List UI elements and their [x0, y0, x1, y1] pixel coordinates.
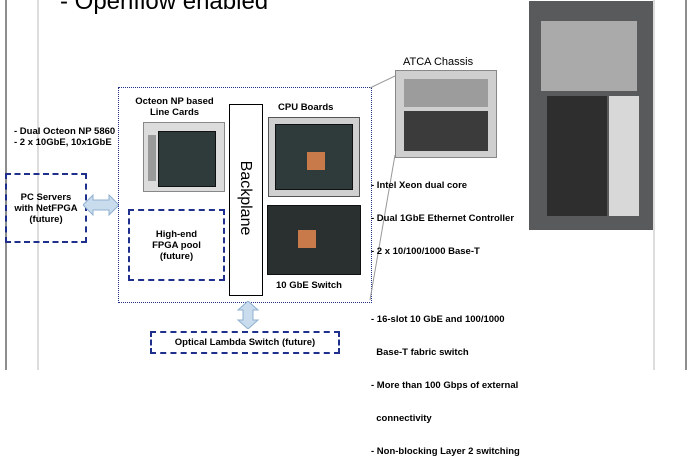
horizontal-double-arrow [83, 194, 119, 216]
pc-servers-line: PC Servers [20, 191, 72, 203]
rack-unit [541, 21, 637, 91]
spec-line: - Non-blocking Layer 2 switching [371, 446, 520, 457]
line-cards-label: Octeon NP based Line Cards [122, 96, 227, 118]
octeon-spec-line: - 2 x 10GbE, 10x1GbE [14, 137, 112, 148]
atca-label: ATCA Chassis [403, 56, 474, 68]
switch-chip [298, 230, 316, 248]
vertical-double-arrow [236, 301, 260, 329]
fpga-pool-line: (future) [159, 250, 194, 262]
octeon-spec-note: - Dual Octeon NP 5860 - 2 x 10GbE, 10x1G… [14, 126, 115, 148]
optical-switch-box: Optical Lambda Switch (future) [150, 331, 340, 354]
atca-chassis-photo [395, 70, 497, 158]
fpga-pool-line: FPGA pool [152, 239, 201, 251]
specs-list: - Intel Xeon dual core - Dual 1GbE Ether… [371, 158, 520, 468]
line-card-faceplate [148, 135, 156, 181]
cpu-chip [307, 152, 325, 170]
line-card-photo [143, 122, 225, 192]
spec-line: - 16-slot 10 GbE and 100/1000 [371, 314, 505, 325]
rack-photo [529, 1, 653, 230]
cpu-boards-label: CPU Boards [278, 102, 334, 113]
switch-label: 10 GbE Switch [276, 280, 342, 291]
chassis-connector-lines [369, 75, 396, 301]
spec-line: connectivity [371, 413, 432, 424]
line-cards-line: Line Cards [149, 107, 200, 118]
line-card-board [158, 131, 216, 187]
fpga-pool-box: High-end FPGA pool (future) [128, 209, 225, 281]
line-cards-line: Octeon NP based [135, 96, 214, 107]
fpga-pool-line: High-end [155, 228, 198, 240]
octeon-spec-line: - Dual Octeon NP 5860 [14, 126, 116, 137]
pc-servers-line: (future) [29, 213, 63, 225]
slide-heading: - Openflow enabled [60, 0, 269, 15]
switch-photo [267, 205, 361, 275]
spec-line: - 2 x 10/100/1000 Base-T [371, 246, 480, 257]
rack-unit [547, 96, 607, 216]
pc-servers-line: with NetFPGA [14, 202, 78, 214]
spec-line: Base-T fabric switch [371, 347, 469, 358]
spec-line: - Dual 1GbE Ethernet Controller [371, 213, 515, 224]
atca-chassis-top [404, 79, 488, 107]
backplane-box [229, 104, 263, 296]
system-box [118, 87, 372, 303]
spec-line: - More than 100 Gbps of external [371, 380, 519, 391]
cpu-board-photo [268, 117, 360, 197]
rack-cables [609, 96, 639, 216]
atca-chassis-slots [404, 111, 488, 151]
spec-line: - Intel Xeon dual core [371, 180, 468, 191]
